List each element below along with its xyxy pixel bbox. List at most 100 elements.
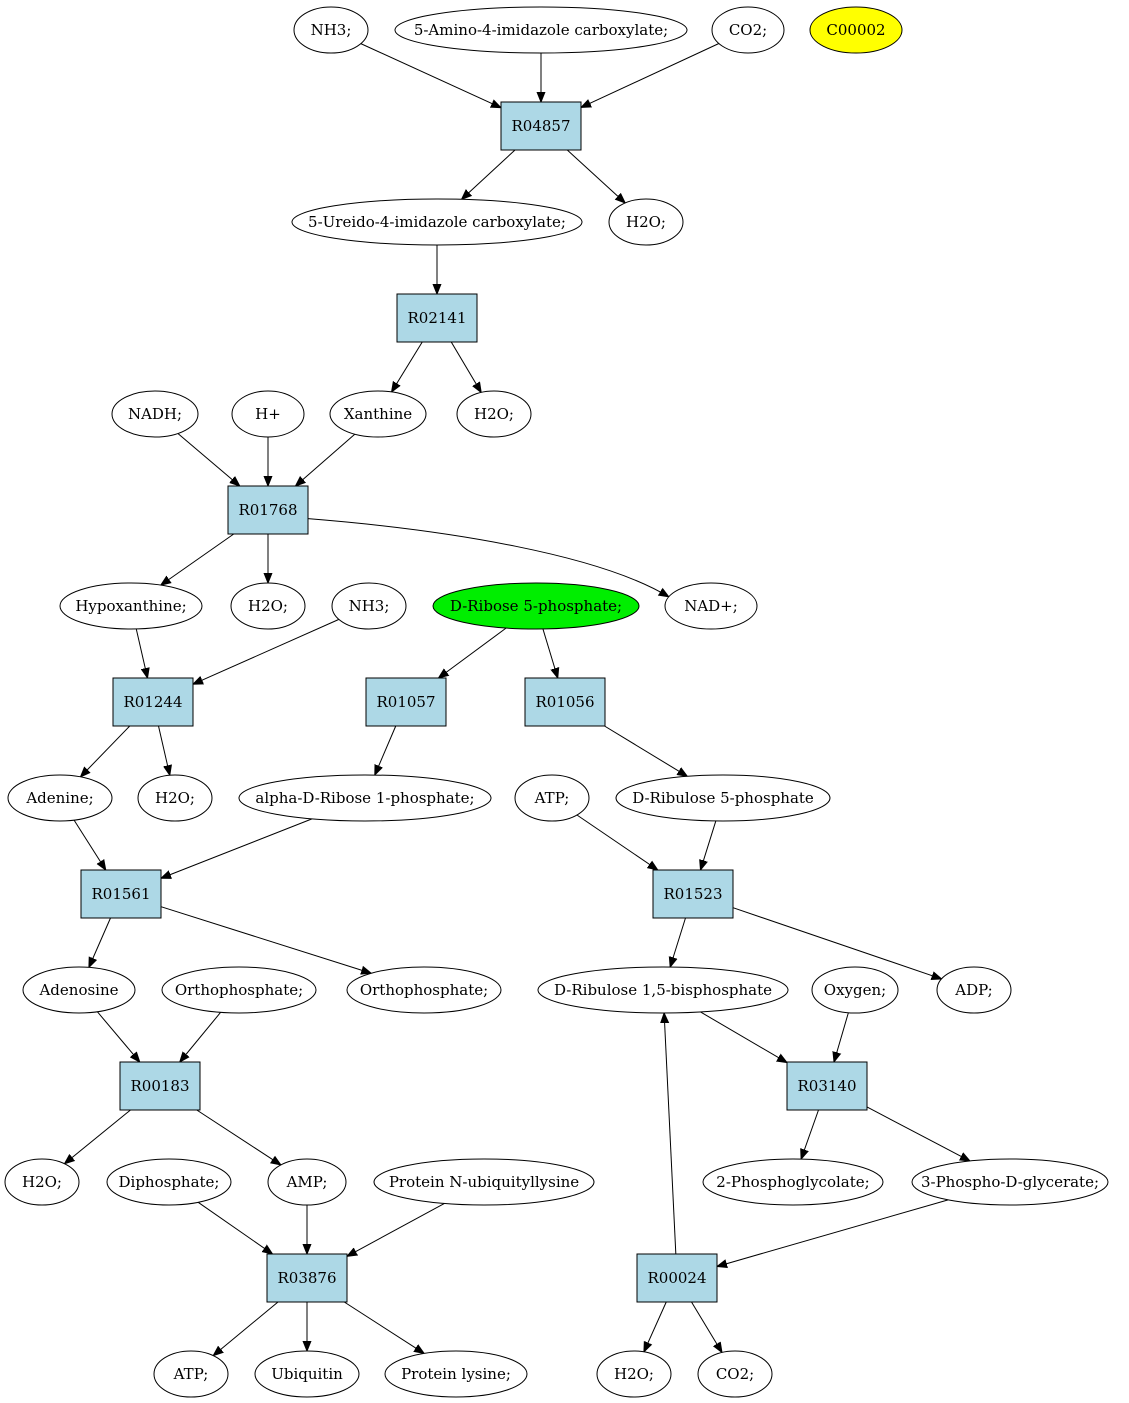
compound-node-c00002[interactable]: C00002 — [809, 6, 903, 54]
compound-ellipse — [231, 390, 305, 438]
compound-node-h2o-3[interactable]: H2O; — [230, 582, 306, 630]
compound-node-h2o-2[interactable]: H2O; — [456, 390, 532, 438]
reaction-node-r03140[interactable]: R03140 — [786, 1061, 868, 1111]
compound-ellipse — [702, 1158, 884, 1206]
edge-r01057-to-ribose1p — [375, 725, 397, 775]
compound-node-orthophosphate-2[interactable]: Orthophosphate; — [346, 966, 502, 1014]
compound-node-oxygen[interactable]: Oxygen; — [811, 966, 899, 1014]
node-label: NH3; — [349, 597, 390, 615]
compound-ellipse — [394, 6, 688, 54]
compound-ellipse — [384, 1350, 528, 1398]
edge-r00024-to-ribulose15bp — [664, 1013, 677, 1255]
edge-r01244-to-h2o-4 — [158, 725, 170, 775]
node-label: Protein lysine; — [401, 1365, 511, 1383]
edge-r01768-to-nadplus — [307, 518, 669, 597]
compound-node-ribose5p[interactable]: D-Ribose 5-phosphate; — [432, 582, 640, 630]
node-label: R01244 — [123, 693, 182, 711]
edge-ribose5p-to-r01056 — [542, 628, 558, 678]
compound-node-adenosine[interactable]: Adenosine — [22, 966, 136, 1014]
node-label: 5-Ureido-4-imidazole carboxylate; — [308, 213, 566, 231]
edge-atp-mid-to-r01523 — [576, 814, 658, 870]
edge-r03876-to-protein-lysine — [343, 1301, 424, 1353]
compound-node-xanthine[interactable]: Xanthine — [329, 390, 427, 438]
compound-node-adenine[interactable]: Adenine; — [7, 774, 113, 822]
compound-node-nadh[interactable]: NADH; — [111, 390, 199, 438]
compound-node-co2-top[interactable]: CO2; — [711, 6, 785, 54]
compound-node-atp-bottom[interactable]: ATP; — [153, 1350, 229, 1398]
compound-node-h2o-5[interactable]: H2O; — [4, 1158, 80, 1206]
node-label: H2O; — [155, 789, 195, 807]
edge-r04857-to-ureido-imidazole — [462, 149, 516, 199]
reaction-node-r01561[interactable]: R01561 — [80, 869, 162, 919]
compound-node-ribulose5p[interactable]: D-Ribulose 5-phosphate — [615, 774, 831, 822]
compound-node-atp-mid[interactable]: ATP; — [514, 774, 590, 822]
compound-node-ribose1p[interactable]: alpha-D-Ribose 1-phosphate; — [238, 774, 492, 822]
edge-r04857-to-h2o-1 — [566, 149, 625, 203]
node-label: Orthophosphate; — [360, 981, 488, 999]
node-label: AMP; — [286, 1173, 328, 1191]
compound-node-protein-lysine[interactable]: Protein lysine; — [384, 1350, 528, 1398]
node-label: Protein N-ubiquityllysine — [389, 1173, 579, 1191]
edge-r03876-to-atp-bottom — [213, 1301, 279, 1356]
compound-ellipse — [153, 1350, 229, 1398]
node-label: H2O; — [474, 405, 514, 423]
edge-hypoxanthine-to-r01244 — [135, 628, 147, 678]
node-label: R01523 — [663, 885, 722, 903]
reaction-node-r01057[interactable]: R01057 — [365, 677, 447, 727]
compound-node-amino-imidazole[interactable]: 5-Amino-4-imidazole carboxylate; — [394, 6, 688, 54]
compound-node-h2o-6[interactable]: H2O; — [596, 1350, 672, 1398]
edge-r01561-to-orthophosphate-2 — [160, 906, 371, 974]
node-label: alpha-D-Ribose 1-phosphate; — [255, 789, 474, 807]
compound-node-amp[interactable]: AMP; — [267, 1158, 347, 1206]
compound-node-hypoxanthine[interactable]: Hypoxanthine; — [59, 582, 203, 630]
compound-node-nadplus[interactable]: NAD+; — [664, 582, 758, 630]
reaction-node-r01523[interactable]: R01523 — [652, 869, 734, 919]
reaction-box — [119, 1061, 201, 1111]
node-label: NADH; — [128, 405, 182, 423]
compound-ellipse — [537, 966, 789, 1014]
compound-node-protein-ubiq[interactable]: Protein N-ubiquityllysine — [373, 1158, 595, 1206]
edge-r02141-to-h2o-2 — [450, 341, 481, 392]
compound-node-h2o-4[interactable]: H2O; — [137, 774, 213, 822]
compound-node-orthophosphate-1[interactable]: Orthophosphate; — [161, 966, 317, 1014]
reaction-node-r01244[interactable]: R01244 — [112, 677, 194, 727]
nodes-layer: NH3; 5-Amino-4-imidazole carboxylate; CO2;… — [4, 6, 1109, 1398]
compound-node-ureido-imidazole[interactable]: 5-Ureido-4-imidazole carboxylate; — [291, 198, 583, 246]
compound-ellipse — [373, 1158, 595, 1206]
node-label: ATP; — [534, 789, 570, 807]
compound-ellipse — [697, 1350, 773, 1398]
compound-node-ubiquitin[interactable]: Ubiquitin — [254, 1350, 360, 1398]
compound-ellipse — [346, 966, 502, 1014]
compound-ellipse — [293, 6, 369, 54]
compound-node-co2-bottom[interactable]: CO2; — [697, 1350, 773, 1398]
reaction-node-r00183[interactable]: R00183 — [119, 1061, 201, 1111]
compound-node-nh3-mid[interactable]: NH3; — [331, 582, 407, 630]
compound-ellipse — [111, 390, 199, 438]
reaction-node-r01056[interactable]: R01056 — [524, 677, 606, 727]
node-label: H2O; — [248, 597, 288, 615]
compound-ellipse — [664, 582, 758, 630]
node-label: R00183 — [130, 1077, 189, 1095]
reaction-box — [80, 869, 162, 919]
compound-node-phosphoglycolate[interactable]: 2-Phosphoglycolate; — [702, 1158, 884, 1206]
compound-node-adp[interactable]: ADP; — [936, 966, 1012, 1014]
reaction-node-r00024[interactable]: R00024 — [636, 1253, 718, 1303]
node-label: H2O; — [22, 1173, 62, 1191]
reaction-node-r02141[interactable]: R02141 — [396, 293, 478, 343]
compound-ellipse — [267, 1158, 347, 1206]
compound-ellipse — [230, 582, 306, 630]
edge-r03140-to-phosphoglycolate — [801, 1109, 819, 1159]
reaction-node-r01768[interactable]: R01768 — [227, 485, 309, 535]
compound-node-hplus[interactable]: H+ — [231, 390, 305, 438]
compound-node-h2o-1[interactable]: H2O; — [608, 198, 684, 246]
compound-node-phosphoglycerate[interactable]: 3-Phospho-D-glycerate; — [911, 1158, 1109, 1206]
compound-node-nh3-top[interactable]: NH3; — [293, 6, 369, 54]
reaction-node-r03876[interactable]: R03876 — [266, 1253, 348, 1303]
node-label: Oxygen; — [824, 981, 886, 999]
node-label: ATP; — [173, 1365, 209, 1383]
compound-node-ribulose15bp[interactable]: D-Ribulose 1,5-bisphosphate — [537, 966, 789, 1014]
reaction-node-r04857[interactable]: R04857 — [500, 101, 582, 151]
edge-ribose5p-to-r01057 — [439, 627, 507, 678]
node-label: Hypoxanthine; — [75, 597, 186, 615]
compound-node-diphosphate[interactable]: Diphosphate; — [106, 1158, 232, 1206]
